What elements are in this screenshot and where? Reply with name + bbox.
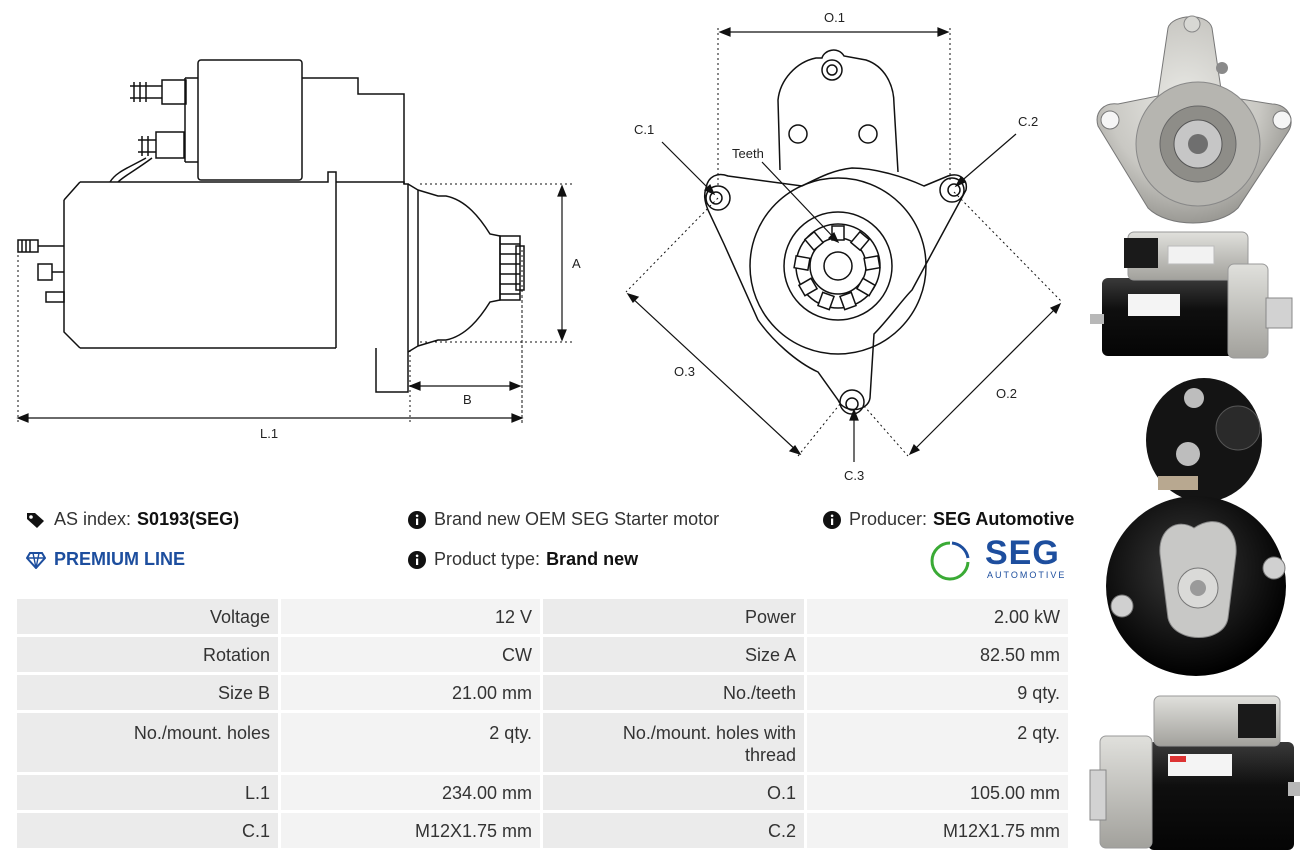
table-row: Size B 21.00 mm No./teeth 9 qty. [14, 672, 1071, 713]
spec-key: L.1 [14, 772, 281, 813]
as-index: AS index: S0193(SEG) [26, 509, 239, 530]
side-view-diagram: A B L.1 [16, 59, 581, 441]
seg-logo: SEG AUTOMOTIVE [930, 534, 1070, 584]
spec-key: Voltage [14, 596, 281, 637]
dim-o1-label: O.1 [824, 10, 845, 25]
product-photo-rear[interactable] [1088, 378, 1302, 678]
tag-icon [27, 512, 44, 528]
info-icon [408, 550, 426, 569]
product-photo-front[interactable] [1088, 8, 1302, 226]
spec-value: CW [278, 634, 543, 675]
product-type-value: Brand new [546, 549, 639, 569]
spec-value: M12X1.75 mm [278, 810, 543, 851]
premium-line-badge: PREMIUM LINE [26, 549, 185, 570]
spec-value: 2 qty. [804, 710, 1071, 775]
product-photo-side-alt[interactable] [1088, 690, 1302, 856]
spec-value: M12X1.75 mm [804, 810, 1071, 851]
spec-key: Size A [540, 634, 807, 675]
seg-logo-name: SEG [985, 534, 1060, 572]
product-type: Product type: Brand new [408, 549, 638, 570]
product-photo-side[interactable] [1088, 228, 1302, 362]
spec-key: Power [540, 596, 807, 637]
spec-table: Voltage 12 V Power 2.00 kW Rotation CW S… [14, 596, 1071, 851]
dim-o2-label: O.2 [996, 386, 1017, 401]
info-icon [408, 510, 426, 529]
spec-value: 2.00 kW [804, 596, 1071, 637]
seg-logo-sub: AUTOMOTIVE [987, 570, 1067, 580]
table-row: L.1 234.00 mm O.1 105.00 mm [14, 772, 1071, 813]
spec-key: Rotation [14, 634, 281, 675]
dim-l1-label: L.1 [260, 426, 278, 441]
description: Brand new OEM SEG Starter motor [408, 509, 719, 530]
info-icon [823, 510, 841, 529]
producer-label: Producer: [849, 509, 928, 529]
dim-c1-label: C.1 [634, 122, 654, 137]
dim-o3-label: O.3 [674, 364, 695, 379]
spec-value: 82.50 mm [804, 634, 1071, 675]
spec-value: 2 qty. [278, 710, 543, 775]
producer-value: SEG Automotive [933, 509, 1075, 529]
spec-value: 105.00 mm [804, 772, 1071, 813]
as-index-label: AS index: [54, 509, 132, 529]
spec-key: No./mount. holes [14, 710, 281, 775]
spec-value: 21.00 mm [278, 672, 543, 713]
table-row: C.1 M12X1.75 mm C.2 M12X1.75 mm [14, 810, 1071, 851]
table-row: Rotation CW Size A 82.50 mm [14, 634, 1071, 675]
producer: Producer: SEG Automotive [823, 509, 1074, 530]
spec-value: 234.00 mm [278, 772, 543, 813]
dim-a-label: A [572, 256, 581, 271]
spec-key: C.2 [540, 810, 807, 851]
table-row: No./mount. holes 2 qty. No./mount. holes… [14, 710, 1071, 775]
spec-key: C.1 [14, 810, 281, 851]
dim-b-label: B [463, 392, 472, 407]
product-type-label: Product type: [434, 549, 541, 569]
spec-value: 9 qty. [804, 672, 1071, 713]
front-view-diagram: O.1 C.1 C.2 Teeth O.3 O.2 C.3 [625, 10, 1063, 483]
premium-line-label: PREMIUM LINE [54, 549, 186, 569]
spec-key: Size B [14, 672, 281, 713]
as-index-value: S0193(SEG) [137, 509, 240, 529]
spec-key: No./teeth [540, 672, 807, 713]
teeth-label: Teeth [732, 146, 764, 161]
dim-c3-label: C.3 [844, 468, 864, 483]
gem-icon [26, 551, 46, 569]
dim-c2-label: C.2 [1018, 114, 1038, 129]
spec-key: O.1 [540, 772, 807, 813]
table-row: Voltage 12 V Power 2.00 kW [14, 596, 1071, 637]
spec-key: No./mount. holes with thread [540, 710, 807, 775]
spec-value: 12 V [278, 596, 543, 637]
description-text: Brand new OEM SEG Starter motor [434, 509, 720, 529]
